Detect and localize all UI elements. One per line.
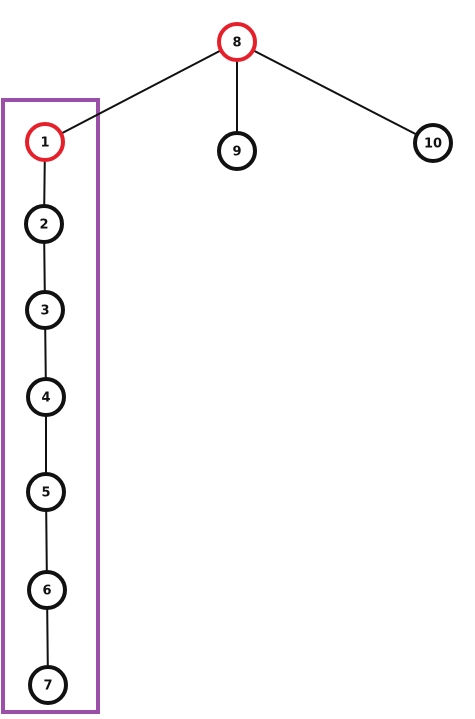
node-8: 8	[217, 22, 257, 62]
node-circle-3	[25, 290, 65, 330]
edge-8-1	[44, 41, 238, 143]
node-3: 3	[25, 290, 65, 330]
edge-8-10	[236, 41, 434, 144]
node-label-2: 2	[39, 218, 48, 233]
node-circle-7	[28, 665, 68, 705]
node-label-4: 4	[41, 391, 50, 406]
node-9: 9	[217, 131, 257, 171]
node-label-10: 10	[424, 137, 442, 152]
node-circle-1	[25, 122, 65, 162]
node-label-1: 1	[40, 136, 49, 151]
node-label-9: 9	[232, 145, 241, 160]
node-2: 2	[24, 204, 64, 244]
node-6: 6	[27, 570, 67, 610]
node-label-5: 5	[41, 486, 50, 501]
nodes-layer: 8 1 9 10 2 3 4 5 6 7	[24, 22, 453, 705]
node-circle-2	[24, 204, 64, 244]
group-box	[1, 98, 100, 714]
node-circle-8	[217, 22, 257, 62]
node-label-6: 6	[42, 584, 51, 599]
node-circle-4	[26, 377, 66, 417]
node-circle-9	[217, 131, 257, 171]
node-10: 10	[413, 123, 453, 163]
node-5: 5	[26, 472, 66, 512]
node-4: 4	[26, 377, 66, 417]
node-7: 7	[28, 665, 68, 705]
node-1: 1	[25, 122, 65, 162]
node-circle-5	[26, 472, 66, 512]
node-label-3: 3	[40, 304, 49, 319]
node-label-8: 8	[232, 36, 241, 51]
node-circle-10	[413, 123, 453, 163]
node-circle-6	[27, 570, 67, 610]
node-label-7: 7	[43, 679, 52, 694]
